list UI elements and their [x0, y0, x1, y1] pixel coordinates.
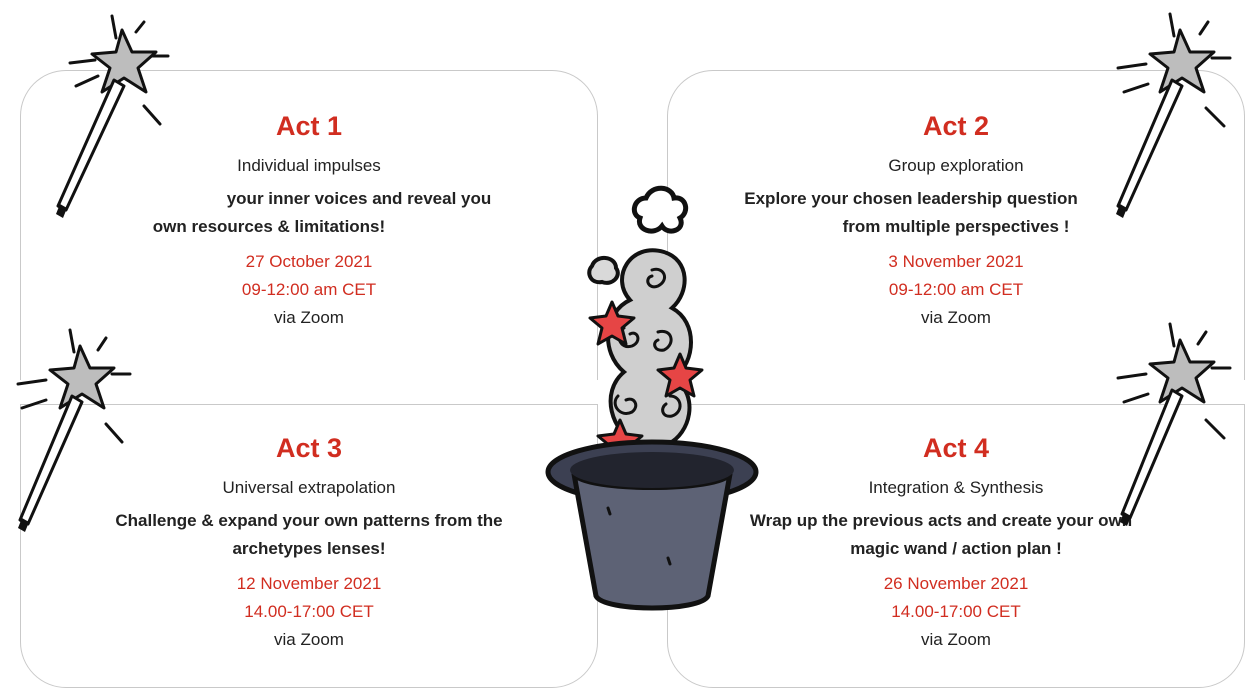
act-4-block: Act 4 Integration & Synthesis Wrap up th…: [667, 432, 1245, 654]
act-1-via: via Zoom: [274, 308, 344, 327]
act-2-description-line-1: Explore your chosen leadership question: [744, 189, 1078, 208]
act-4-via: via Zoom: [921, 630, 991, 649]
act-3-title: Act 3: [275, 433, 343, 463]
act-4-description-line-2: magic wand / action plan !: [850, 539, 1062, 558]
act-2-description-line-2: from multiple perspectives !: [842, 217, 1070, 236]
act-4-title: Act 4: [922, 433, 990, 463]
act-2-description: Explore your chosen leadership question …: [667, 185, 1245, 241]
act-2-subtitle: Group exploration: [888, 156, 1024, 175]
magic-wand-icon: [1116, 12, 1232, 218]
act-4-subtitle: Integration & Synthesis: [868, 478, 1044, 497]
act-3-description-line-2: archetypes lenses!: [232, 539, 386, 558]
act-2-block: Act 2 Group exploration Explore your cho…: [667, 110, 1245, 332]
act-1-time: 09-12:00 am CET: [241, 280, 377, 299]
act-2-date: 3 November 2021: [888, 252, 1024, 271]
act-1-block: Act 1 Individual impulses your inner voi…: [20, 110, 598, 332]
act-4-description-line-1: Wrap up the previous acts and create you…: [749, 511, 1133, 530]
act-3-subtitle: Universal extrapolation: [222, 478, 396, 497]
act-3-time: 14.00-17:00 CET: [244, 602, 374, 621]
act-3-via: via Zoom: [274, 630, 344, 649]
act-1-description-line-1: your inner voices and reveal you: [226, 189, 492, 208]
act-1-date: 27 October 2021: [245, 252, 373, 271]
act-3-description: Challenge & expand your own patterns fro…: [20, 507, 598, 563]
act-2-time: 09-12:00 am CET: [888, 280, 1024, 299]
act-1-description: your inner voices and reveal you own res…: [20, 185, 598, 241]
act-2-title: Act 2: [922, 111, 990, 141]
magic-wand-icon: [1116, 322, 1232, 526]
act-1-description-line-2: own resources & limitations!: [152, 217, 386, 236]
act-1-card-frame: [20, 70, 598, 380]
act-4-date: 26 November 2021: [883, 574, 1029, 593]
magic-wand-icon: [16, 328, 132, 532]
act-3-date: 12 November 2021: [236, 574, 382, 593]
magic-wand-icon: [56, 14, 170, 218]
magic-hat-icon: [545, 185, 759, 611]
act-1-title: Act 1: [275, 111, 343, 141]
act-3-description-line-1: Challenge & expand your own patterns fro…: [115, 511, 503, 530]
act-4-time: 14.00-17:00 CET: [891, 602, 1021, 621]
act-1-subtitle: Individual impulses: [237, 156, 381, 175]
act-2-via: via Zoom: [921, 308, 991, 327]
act-4-description: Wrap up the previous acts and create you…: [667, 507, 1245, 563]
act-3-block: Act 3 Universal extrapolation Challenge …: [20, 432, 598, 654]
